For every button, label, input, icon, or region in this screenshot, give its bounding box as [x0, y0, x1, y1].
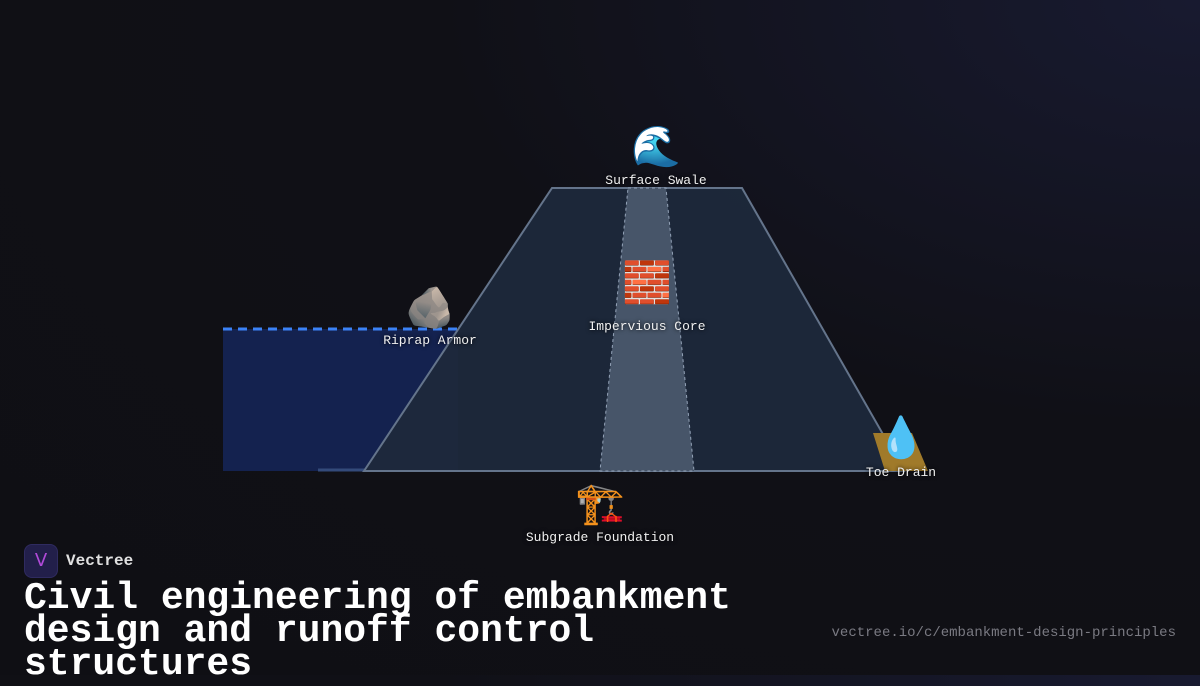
wave-icon: 🌊 [631, 124, 681, 170]
droplet-icon: 💧 [876, 415, 926, 461]
label-surface-swale: Surface Swale [605, 173, 707, 188]
toe-drain-filter [873, 433, 928, 471]
vectree-logo-icon: ᐯ [24, 544, 58, 578]
label-subgrade-foundation: Subgrade Foundation [525, 530, 675, 545]
label-toe-drain: Toe Drain [865, 465, 937, 480]
crane-icon: 🏗️ [575, 481, 625, 527]
brick-icon: 🧱 [622, 260, 672, 306]
impervious-core [599, 187, 695, 472]
brand: ᐯ Vectree [24, 544, 133, 578]
rock-icon: 🪨 [405, 285, 455, 331]
source-url: vectree.io/c/embankment-design-principle… [831, 625, 1176, 641]
label-riprap-armor: Riprap Armor [383, 333, 477, 348]
brand-name: Vectree [66, 552, 134, 570]
page-title: Civil engineering of embankment design a… [24, 577, 731, 686]
label-impervious-core: Impervious Core [588, 319, 706, 334]
